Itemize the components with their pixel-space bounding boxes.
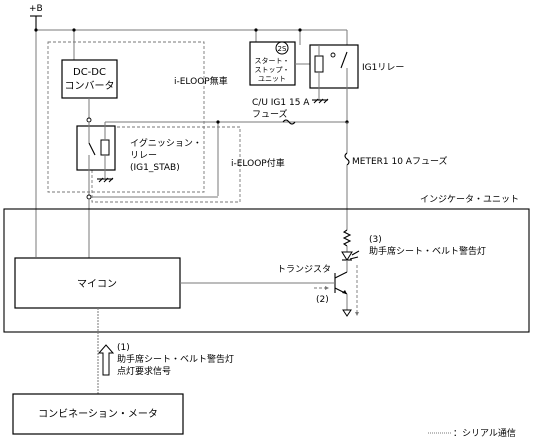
- ss-label-1: スタート・: [255, 56, 290, 65]
- eloop-with-area: [91, 126, 241, 203]
- fuse-meter-label: METER1 10 Aフューズ: [352, 155, 448, 167]
- ig1-relay-label: IG1リレー: [362, 63, 404, 73]
- eloop-without-area: [47, 41, 205, 193]
- ss-label-2: ストップ・: [255, 66, 290, 74]
- supply-label: +B: [29, 4, 43, 14]
- ground-symbol: [97, 177, 114, 183]
- ign-relay-label-1: イグニッション・: [130, 137, 202, 149]
- ground-symbol: [312, 98, 329, 104]
- legend-label: ：シリアル通信: [453, 427, 516, 439]
- battery-supply: +B: [29, 4, 43, 30]
- legend: ：シリアル通信: [428, 427, 516, 439]
- ig1-relay: IG1リレー: [309, 44, 404, 100]
- eloop-without-label: i-ELOOP無車: [174, 75, 228, 87]
- dcdc-label-2: コンバータ: [65, 80, 115, 92]
- dcdc-converter: DC-DC コンバータ: [61, 59, 118, 99]
- micom: マイコン: [14, 257, 181, 309]
- fuse-cu-ig1: C/U IG1 15 A フューズ: [252, 98, 310, 125]
- ss-symbol: 2S: [278, 45, 287, 53]
- micom-label: マイコン: [77, 279, 117, 290]
- transistor: [330, 271, 352, 317]
- ign-relay-label-2: リレー: [130, 151, 157, 161]
- seatbelt-warning-lamp: [341, 229, 360, 272]
- indicator-unit: [3, 208, 530, 333]
- step3-label: 助手席シート・ベルト警告灯: [369, 245, 486, 257]
- step1-arrow: [97, 344, 115, 376]
- combi-meter-label: コンビネーション・メータ: [38, 408, 158, 420]
- ign-relay-label-3: (IG1_STAB): [130, 163, 180, 173]
- step1-label-1: 助手席シート・ベルト警告灯: [117, 353, 234, 365]
- transistor-label: トランジスタ: [277, 264, 331, 275]
- dcdc-label-1: DC-DC: [73, 67, 106, 78]
- supply-bus: [34, 28, 348, 257]
- step1-number: (1): [117, 343, 130, 353]
- fuse-ig1-label-1: C/U IG1 15 A: [252, 98, 310, 108]
- step2-number: (2): [316, 295, 329, 305]
- step1-label-2: 点灯要求信号: [117, 365, 171, 377]
- step3-number: (3): [369, 235, 382, 245]
- fuse-ig1-label-2: フューズ: [252, 108, 288, 120]
- fuse-meter1: METER1 10 Aフューズ: [344, 122, 448, 230]
- eloop-with-label: i-ELOOP付車: [231, 157, 285, 169]
- indicator-unit-label: インジケータ・ユニット: [420, 194, 519, 205]
- combination-meter: コンビネーション・メータ: [12, 393, 184, 435]
- ss-label-3: ユニット: [258, 75, 286, 83]
- ignition-relay: イグニッション・ リレー (IG1_STAB): [76, 122, 202, 196]
- start-stop-unit: 2S スタート・ ストップ・ ユニット: [249, 41, 296, 86]
